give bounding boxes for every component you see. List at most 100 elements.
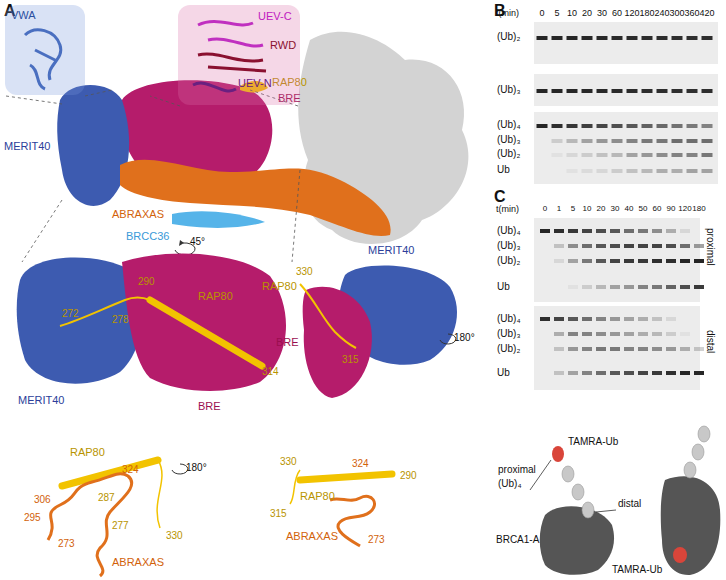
gel-band — [638, 371, 648, 375]
gel-band — [537, 36, 548, 40]
gel-band — [582, 89, 593, 93]
gel-band — [638, 347, 648, 351]
gel-band — [624, 347, 634, 351]
figure-label: RAP80 — [70, 446, 105, 459]
gel-band — [567, 124, 578, 128]
gel-band — [624, 332, 634, 336]
callout-number: 272 — [62, 308, 79, 320]
gel-band — [627, 139, 638, 143]
callout-number: 180 — [639, 8, 654, 18]
bre-zoom — [303, 287, 372, 398]
gel-band — [657, 153, 668, 157]
gel-band — [627, 124, 638, 128]
figure-label: BRE — [276, 336, 299, 349]
gel-band — [638, 317, 648, 321]
gel-band — [666, 244, 676, 248]
gel-band — [610, 229, 620, 233]
gel-band — [642, 124, 653, 128]
domain-panel: VWA — [5, 5, 85, 95]
figure-label: Ub — [497, 281, 510, 293]
gel-band — [597, 139, 608, 143]
callout-number: 330 — [296, 266, 313, 278]
ubiquitin-chain — [562, 426, 710, 518]
figure-label: MERIT40 — [368, 244, 414, 257]
callout-number: 330 — [280, 456, 297, 468]
callout-number: 5 — [571, 204, 575, 213]
figure-label: ABRAXAS — [112, 208, 164, 221]
gel-band — [652, 229, 662, 233]
gel-band — [610, 371, 620, 375]
callout-number: 273 — [58, 538, 75, 550]
gel-band — [597, 36, 608, 40]
gel-band — [567, 139, 578, 143]
gel-band — [624, 229, 634, 233]
figure-label: (Ub)₂ — [497, 31, 520, 43]
callout-number: 0 — [543, 204, 547, 213]
gel-band — [554, 259, 564, 263]
callout-number: 315 — [270, 508, 287, 520]
gel-band — [582, 36, 593, 40]
gel-band — [596, 317, 606, 321]
gel-band — [687, 139, 698, 143]
figure-label: (Ub)₂ — [497, 255, 520, 267]
gel-band — [537, 89, 548, 93]
callout-number: 90 — [667, 204, 676, 213]
callout-number: 5 — [554, 8, 559, 18]
figure-label: TAMRA-Ub — [568, 436, 618, 448]
gel-band — [694, 285, 704, 289]
gel-band — [666, 332, 676, 336]
gel-band — [657, 169, 668, 173]
gel-band — [638, 285, 648, 289]
gel-band — [568, 347, 578, 351]
domain-name: UEV-C — [258, 10, 292, 23]
panel-letter: C — [494, 188, 506, 206]
figure-label: proximal — [705, 228, 717, 266]
gel-band — [554, 332, 564, 336]
gel-band — [638, 229, 648, 233]
gel-band — [627, 169, 638, 173]
domain-name: VWA — [11, 9, 36, 22]
figure-label: Ub — [497, 164, 510, 176]
gel-band — [582, 332, 592, 336]
gel-band — [666, 285, 676, 289]
callout-number: 278 — [112, 314, 129, 326]
figure-label: RAP80 — [300, 490, 335, 503]
figure-label: RAP80 — [198, 290, 233, 303]
gel-band — [638, 244, 648, 248]
figure-label: distal — [618, 498, 641, 510]
gel-band — [596, 229, 606, 233]
gel-background — [534, 112, 718, 184]
rap80-tail — [290, 470, 300, 504]
gel-band — [627, 36, 638, 40]
gel-band — [612, 36, 623, 40]
gel-band — [642, 153, 653, 157]
gel-band — [657, 89, 668, 93]
gel-background — [534, 306, 700, 390]
gel-band — [642, 36, 653, 40]
gel-band — [582, 259, 592, 263]
gel-band — [610, 347, 620, 351]
gel-band — [568, 285, 578, 289]
domain-name: RWD — [270, 39, 296, 52]
gel-band — [624, 285, 634, 289]
figure-label: proximal — [498, 464, 536, 476]
gel-band — [642, 139, 653, 143]
gel-band — [638, 332, 648, 336]
callout-number: 324 — [122, 464, 139, 476]
gel-band — [672, 36, 683, 40]
figure-label: (Ub)₃ — [497, 134, 521, 146]
gel-band — [657, 139, 668, 143]
gel-band — [642, 169, 653, 173]
gel-band — [552, 153, 563, 157]
callout-number: 273 — [368, 534, 385, 546]
gel-band — [612, 124, 623, 128]
callout-number: 180° — [186, 462, 207, 474]
callout-number: 20 — [582, 8, 592, 18]
gel-band — [638, 259, 648, 263]
gel-band — [702, 153, 713, 157]
callout-number: 315 — [342, 354, 359, 366]
domain-panel: UEV-CRWDUEV-N — [178, 5, 300, 105]
gel-band — [582, 347, 592, 351]
brca1-a-complex — [540, 506, 614, 575]
callout-number: 1 — [557, 204, 561, 213]
